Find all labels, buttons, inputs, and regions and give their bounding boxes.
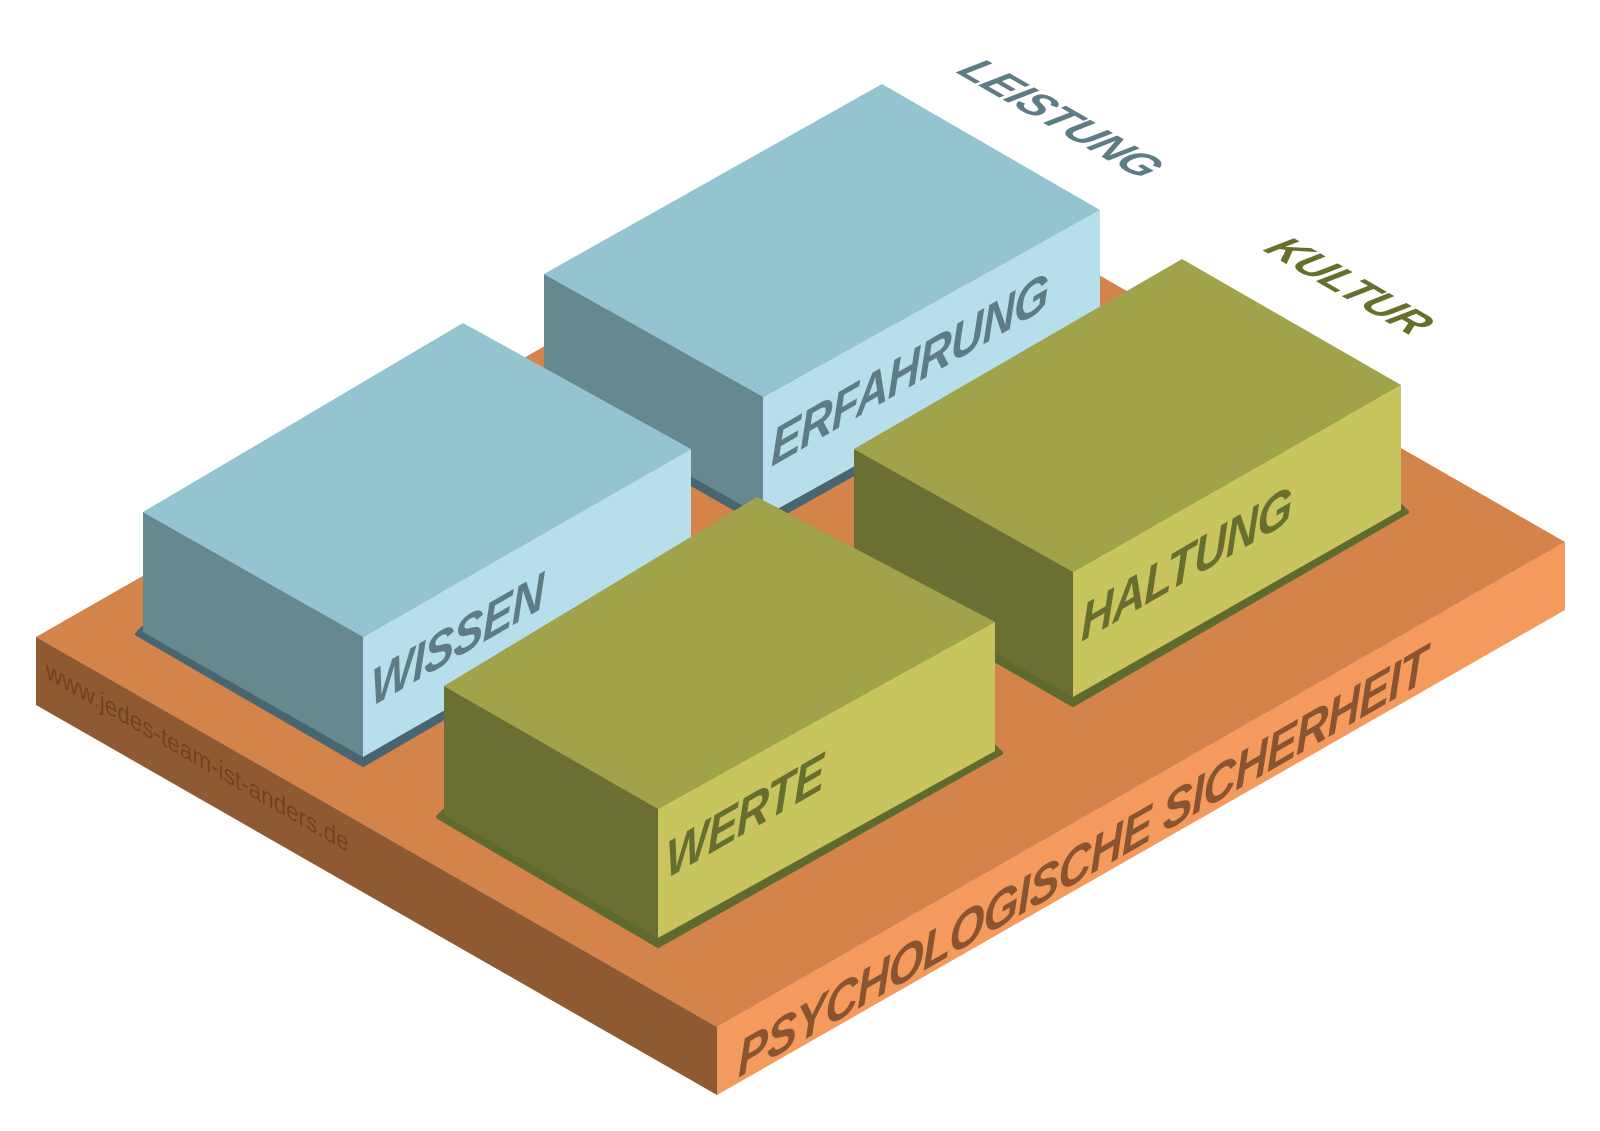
wissen-right-face	[363, 449, 691, 757]
erfahrung-right-face	[763, 210, 1100, 517]
erfahrung-top-face	[544, 84, 1100, 397]
wissen-top-face	[143, 323, 691, 637]
haltung-right-face	[1073, 385, 1401, 697]
erfahrung-left-face	[544, 274, 763, 517]
wissen-left-face	[143, 512, 363, 757]
haltung-top-face	[854, 259, 1401, 572]
werte-right-face	[658, 622, 995, 938]
slab-right-face	[717, 542, 1565, 1095]
haltung-left-face	[854, 449, 1073, 697]
slab-left-face	[36, 637, 717, 1095]
block-werte: WERTE	[436, 497, 1003, 948]
werte-left-face	[444, 686, 658, 938]
werte-top-face	[444, 497, 995, 809]
